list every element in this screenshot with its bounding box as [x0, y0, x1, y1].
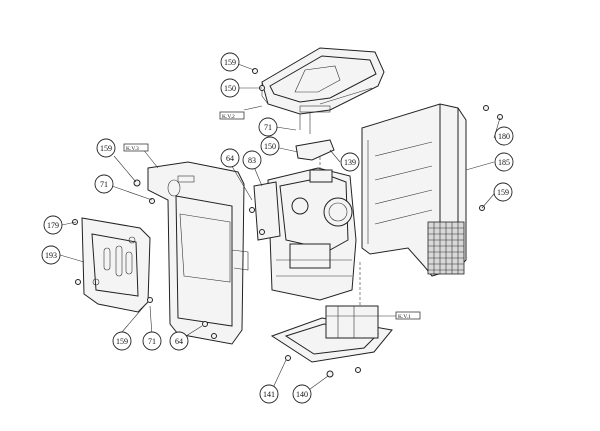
- bubble-label: 159: [224, 58, 236, 67]
- bubble-label: 150: [224, 84, 236, 93]
- bubble-64-top: 64: [220, 148, 240, 168]
- bubble-159-top: 159: [220, 52, 240, 72]
- bubble-label: 180: [498, 132, 510, 141]
- callout-kv1-label: K.V.1: [398, 314, 411, 320]
- bubble-141: 141: [259, 384, 279, 404]
- callout-kv1: K.V.1: [395, 311, 421, 320]
- bracket: [295, 139, 335, 161]
- bubble-label: 71: [148, 337, 156, 346]
- bubble-label: 71: [100, 180, 108, 189]
- bubble-label: 83: [248, 156, 256, 165]
- bubble-71-left: 71: [94, 174, 114, 194]
- bubble-label: 71: [264, 123, 272, 132]
- bubble-179: 179: [43, 215, 63, 235]
- bubble-label: 139: [344, 158, 356, 167]
- bubble-label: 141: [263, 390, 275, 399]
- bubble-label: 64: [226, 154, 234, 163]
- bubble-64-bottom: 64: [169, 331, 189, 351]
- bubble-71-bottom: 71: [142, 331, 162, 351]
- callout-kv2-label: K.V.2: [222, 114, 235, 120]
- bubble-label: 159: [116, 337, 128, 346]
- bubble-159-bottom-left: 159: [112, 331, 132, 351]
- bubble-83: 83: [242, 150, 262, 170]
- mounting-plate: [81, 217, 151, 313]
- callout-kv3-label: K.V.3: [126, 146, 139, 152]
- side-plate: [253, 181, 281, 241]
- bubble-71-top: 71: [258, 117, 278, 137]
- right-cover-panel: [361, 103, 467, 277]
- bubble-159-right: 159: [493, 182, 513, 202]
- bubble-label: 185: [498, 158, 510, 167]
- bubble-180: 180: [494, 126, 514, 146]
- bubble-label: 193: [45, 251, 57, 260]
- bubble-140: 140: [292, 384, 312, 404]
- bubble-label: 159: [497, 188, 509, 197]
- bubble-label: 179: [47, 221, 59, 230]
- top-hopper: [261, 47, 385, 134]
- bubble-label: 140: [296, 390, 308, 399]
- central-mechanism: [267, 142, 357, 301]
- bubble-label: 159: [100, 144, 112, 153]
- bubble-label: 150: [264, 142, 276, 151]
- vent-grille: [427, 221, 465, 275]
- bubble-193: 193: [41, 245, 61, 265]
- bubble-150-mid: 150: [260, 136, 280, 156]
- bubble-139-mid: 139: [340, 152, 360, 172]
- bubble-150-top: 150: [220, 78, 240, 98]
- bubble-185: 185: [494, 152, 514, 172]
- callout-kv2: K.V.2: [219, 111, 245, 120]
- bubble-label: 64: [175, 337, 183, 346]
- base-tray: [270, 262, 393, 363]
- front-panel: [147, 161, 249, 345]
- bubble-159-left: 159: [96, 138, 116, 158]
- callout-kv3: K.V.3: [123, 143, 149, 152]
